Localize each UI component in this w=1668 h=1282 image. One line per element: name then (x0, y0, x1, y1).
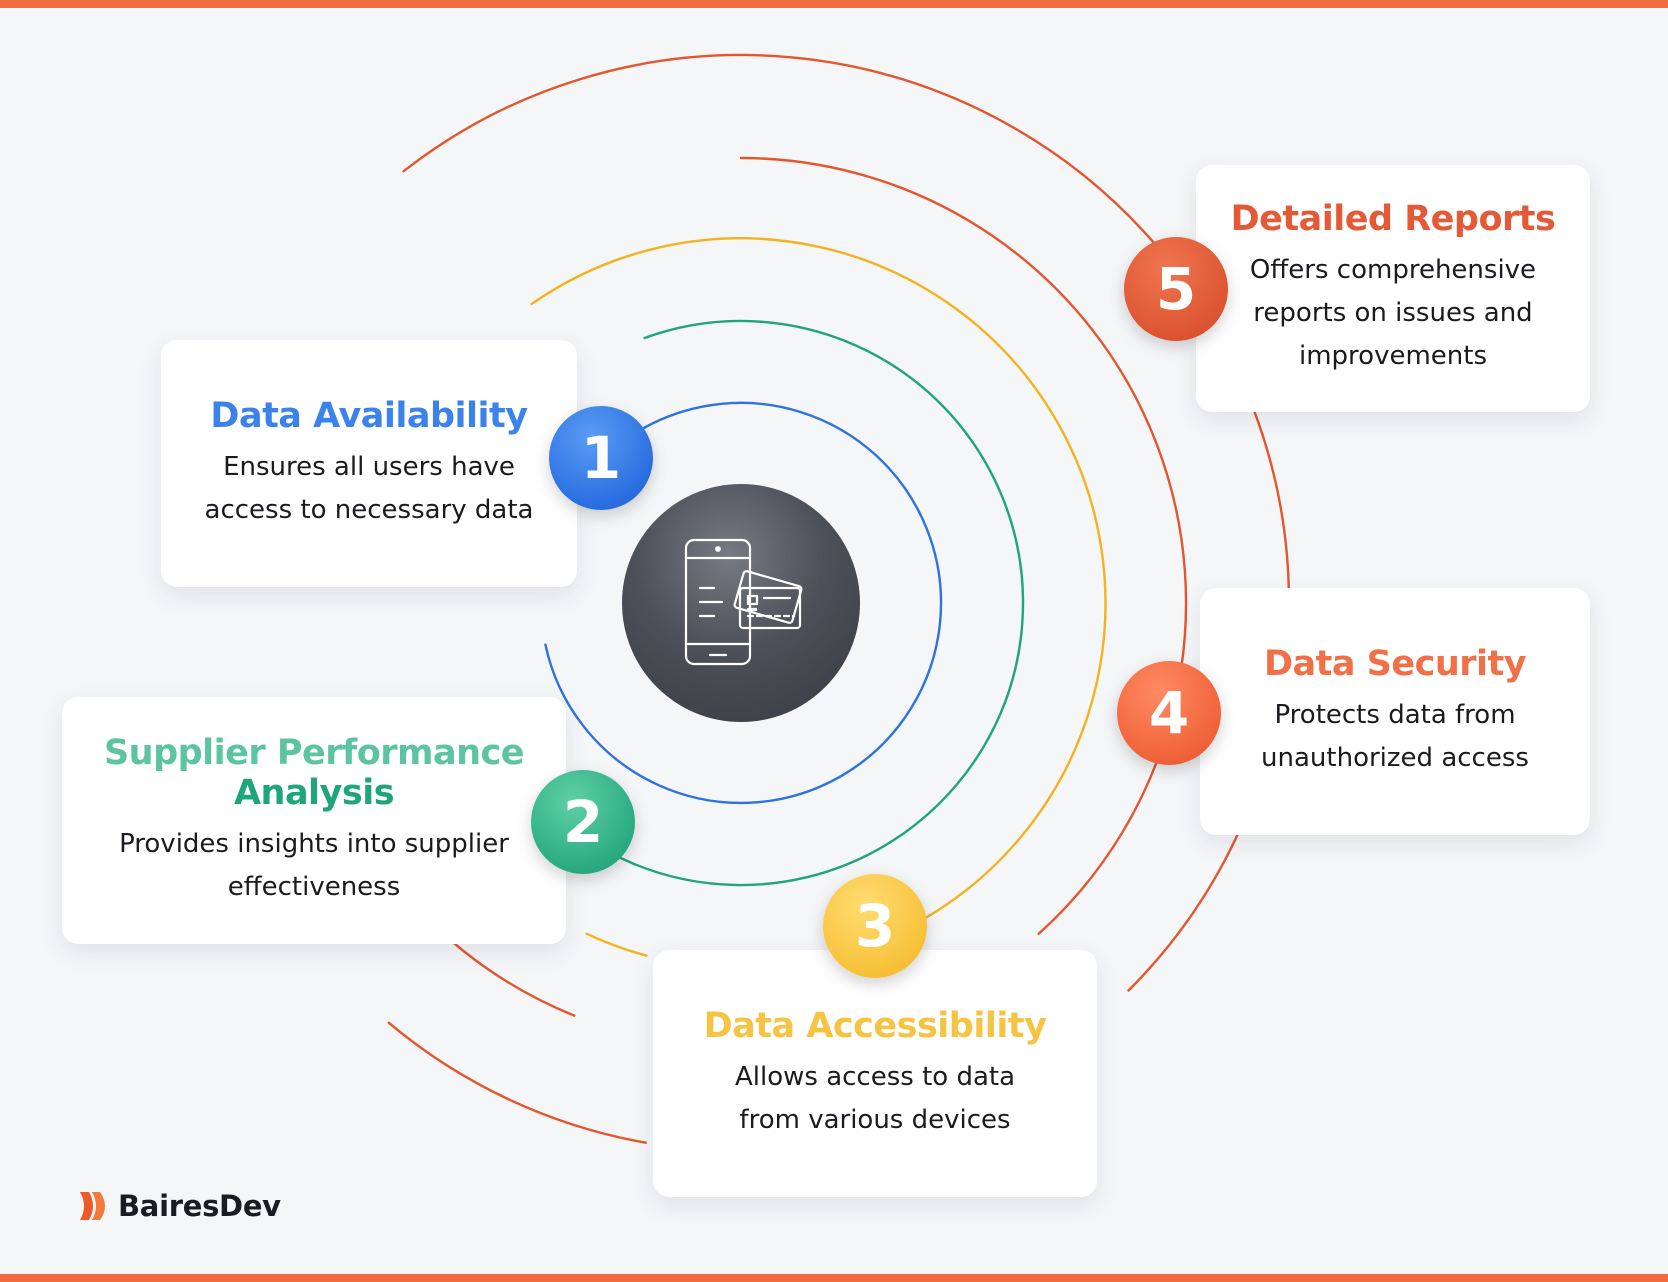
card-title: Data Availability (210, 395, 528, 436)
card-description: Protects data from unauthorized access (1261, 699, 1529, 773)
card-data-security: Data Security Protects data from unautho… (1200, 588, 1590, 835)
badge-3: 3 (823, 874, 927, 978)
card-data-availability: Data Availability Ensures all users have… (161, 340, 577, 587)
brand-logo: BairesDev (78, 1188, 281, 1224)
top-accent-bar (0, 0, 1668, 8)
card-title: Data Security (1263, 643, 1527, 684)
badge-1: 1 (549, 406, 653, 510)
ring-green (607, 319, 1025, 887)
ring-yellow-arc (530, 237, 1107, 927)
bottom-accent-bar (0, 1274, 1668, 1282)
ring-blue (544, 401, 943, 805)
card-description: Offers comprehensive reports on issues a… (1249, 255, 1537, 371)
center-disc (622, 484, 860, 722)
card-detailed-reports: Detailed Reports Offers comprehensive re… (1196, 165, 1590, 412)
card-title: Detailed Reports (1230, 199, 1556, 239)
bairesdev-logo-icon (80, 1192, 105, 1220)
card-title: Supplier Performance Analysis (103, 732, 525, 813)
badge-5: 5 (1124, 237, 1228, 341)
badge-2: 2 (531, 770, 635, 874)
card-title: Data Accessibility (703, 1005, 1047, 1046)
card-description: Provides insights into supplier effectiv… (119, 828, 509, 902)
ring-orange-arc (739, 156, 1188, 935)
card-description: Allows access to data from various devic… (734, 1061, 1016, 1135)
card-description: Ensures all users have access to necessa… (204, 451, 534, 525)
card-data-accessibility: Data Accessibility Allows access to data… (653, 950, 1097, 1197)
mobile-payment-icon (684, 538, 803, 666)
card-supplier-performance: Supplier Performance Analysis Provides i… (62, 697, 566, 944)
brand-name: BairesDev (118, 1189, 281, 1223)
ring-outer-arc-lower (387, 1021, 647, 1144)
ring-yellow-arc-lower (585, 932, 648, 957)
badge-4: 4 (1117, 661, 1221, 765)
